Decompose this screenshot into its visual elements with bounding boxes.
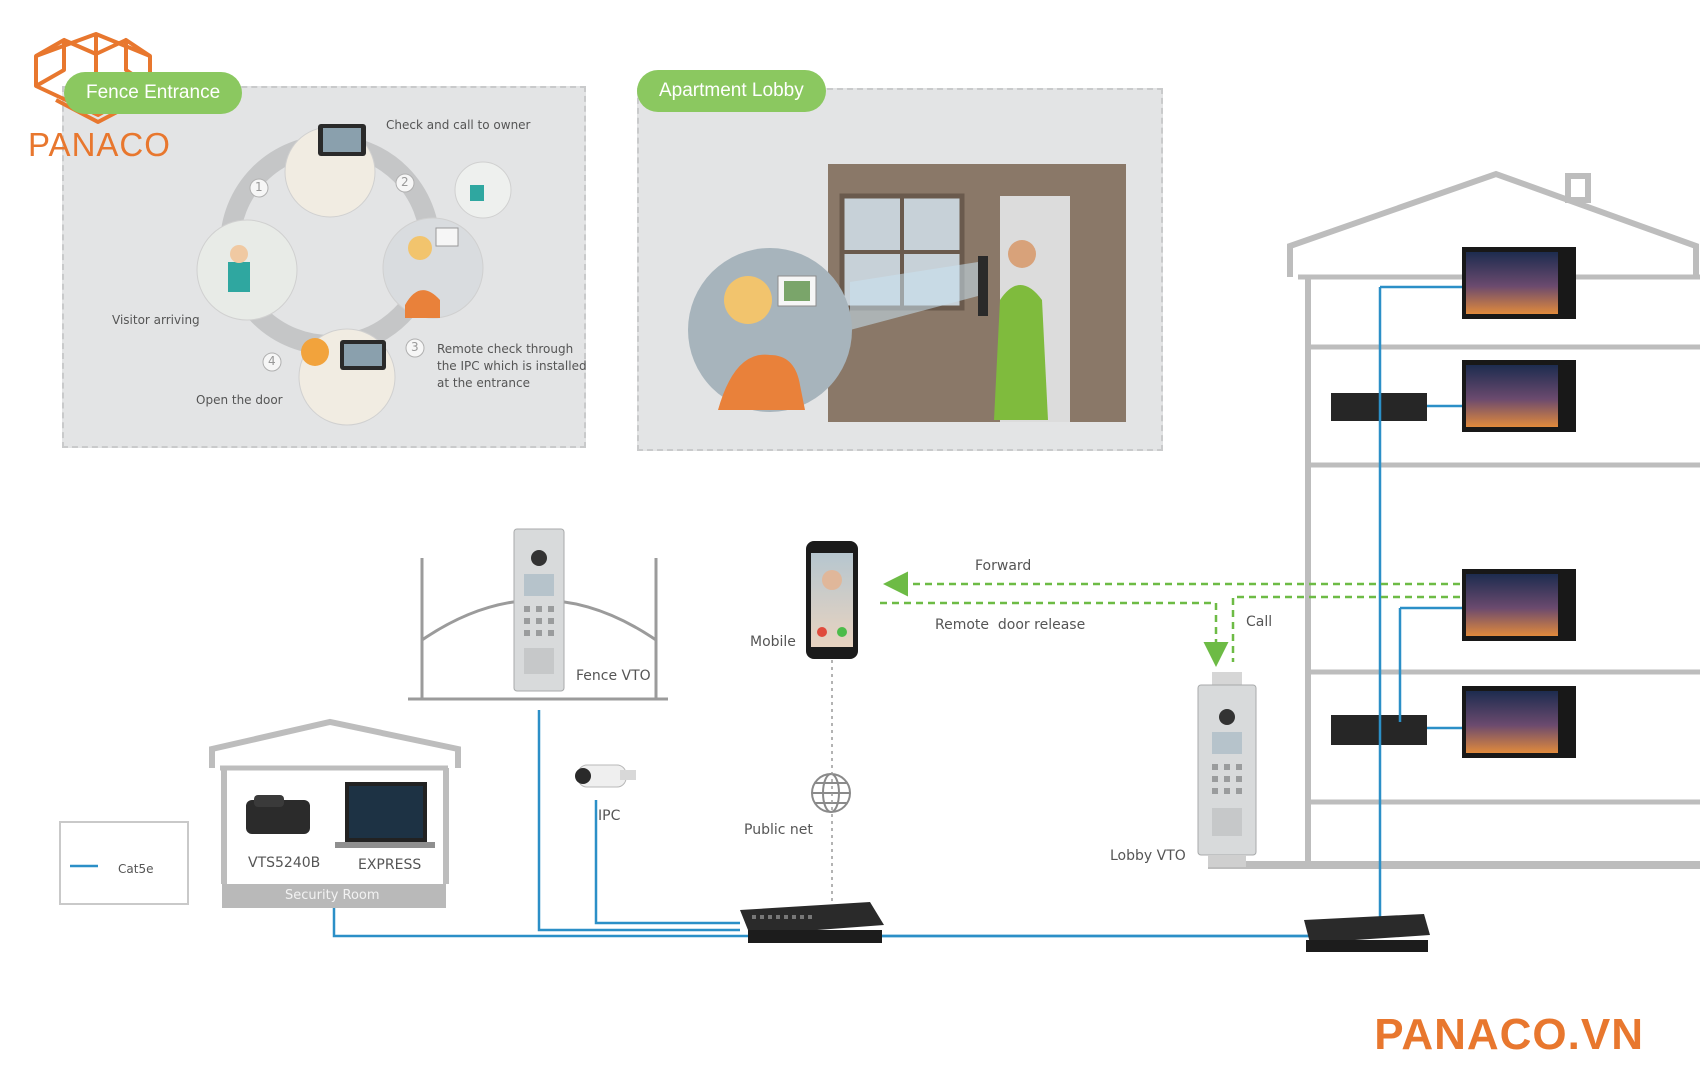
step-number-2: 2 bbox=[401, 175, 409, 189]
step-number-3: 3 bbox=[411, 340, 419, 354]
signal-flows bbox=[880, 571, 1460, 667]
apartment-lobby-illustration bbox=[688, 164, 1126, 422]
fence-entrance-illustration bbox=[196, 124, 512, 426]
legend-cable-label: Cat5e bbox=[118, 862, 154, 876]
ipc-label: IPC bbox=[598, 808, 621, 824]
step-check-call-label: Check and call to owner bbox=[386, 118, 531, 132]
indoor-monitor-2 bbox=[1462, 360, 1576, 432]
remote-door-release-label: Remote door release bbox=[935, 617, 1086, 633]
main-switch-right bbox=[1304, 914, 1430, 952]
legend-box bbox=[59, 821, 189, 905]
step-number-1: 1 bbox=[255, 180, 263, 194]
brand-site-text: PANACO.VN bbox=[1374, 1010, 1644, 1059]
step-remote-check-line-1: Remote check through bbox=[437, 342, 574, 356]
lobby-vto-label: Lobby VTO bbox=[1110, 848, 1186, 864]
security-room-house bbox=[209, 718, 461, 908]
vts-console-device bbox=[246, 800, 310, 834]
fence-vto-device bbox=[513, 528, 565, 692]
lobby-door-station bbox=[978, 256, 988, 316]
forward-label: Forward bbox=[975, 558, 1032, 574]
fence-vto-label: Fence VTO bbox=[576, 668, 651, 684]
main-switch-center bbox=[740, 902, 884, 943]
fence-entrance-tag: Fence Entrance bbox=[64, 72, 243, 114]
security-room-base bbox=[222, 884, 446, 908]
ipc-camera-device bbox=[575, 764, 636, 788]
step-open-door-label: Open the door bbox=[196, 393, 283, 407]
call-flow-line bbox=[1231, 595, 1460, 662]
remote-release-flow-arrow bbox=[880, 601, 1229, 667]
cat5e-cabling bbox=[332, 285, 1462, 938]
indoor-monitor-1 bbox=[1462, 247, 1576, 319]
mobile-label: Mobile bbox=[750, 634, 796, 650]
lobby-vto-device bbox=[1197, 672, 1257, 867]
indoor-monitors bbox=[1462, 247, 1576, 758]
express-label: EXPRESS bbox=[358, 857, 422, 873]
indoor-monitor-4 bbox=[1462, 686, 1576, 758]
step-number-4: 4 bbox=[268, 354, 276, 368]
step-remote-check-line-3: at the entrance bbox=[437, 376, 530, 390]
brand-logo-text: PANACO bbox=[28, 126, 171, 163]
vts-label: VTS5240B bbox=[248, 855, 321, 871]
visitor-figure bbox=[994, 285, 1048, 420]
call-label: Call bbox=[1246, 614, 1273, 630]
apartment-lobby-tag: Apartment Lobby bbox=[637, 70, 826, 112]
indoor-monitor-3 bbox=[1462, 569, 1576, 641]
public-net-label: Public net bbox=[744, 822, 813, 838]
globe-icon bbox=[811, 773, 851, 813]
step-visitor-arriving-label: Visitor arriving bbox=[112, 313, 200, 327]
apartment-building bbox=[1208, 170, 1700, 869]
security-room-label: Security Room bbox=[285, 888, 380, 903]
mobile-phone-device bbox=[806, 541, 858, 659]
step-remote-check-line-2: the IPC which is installed bbox=[437, 359, 587, 373]
